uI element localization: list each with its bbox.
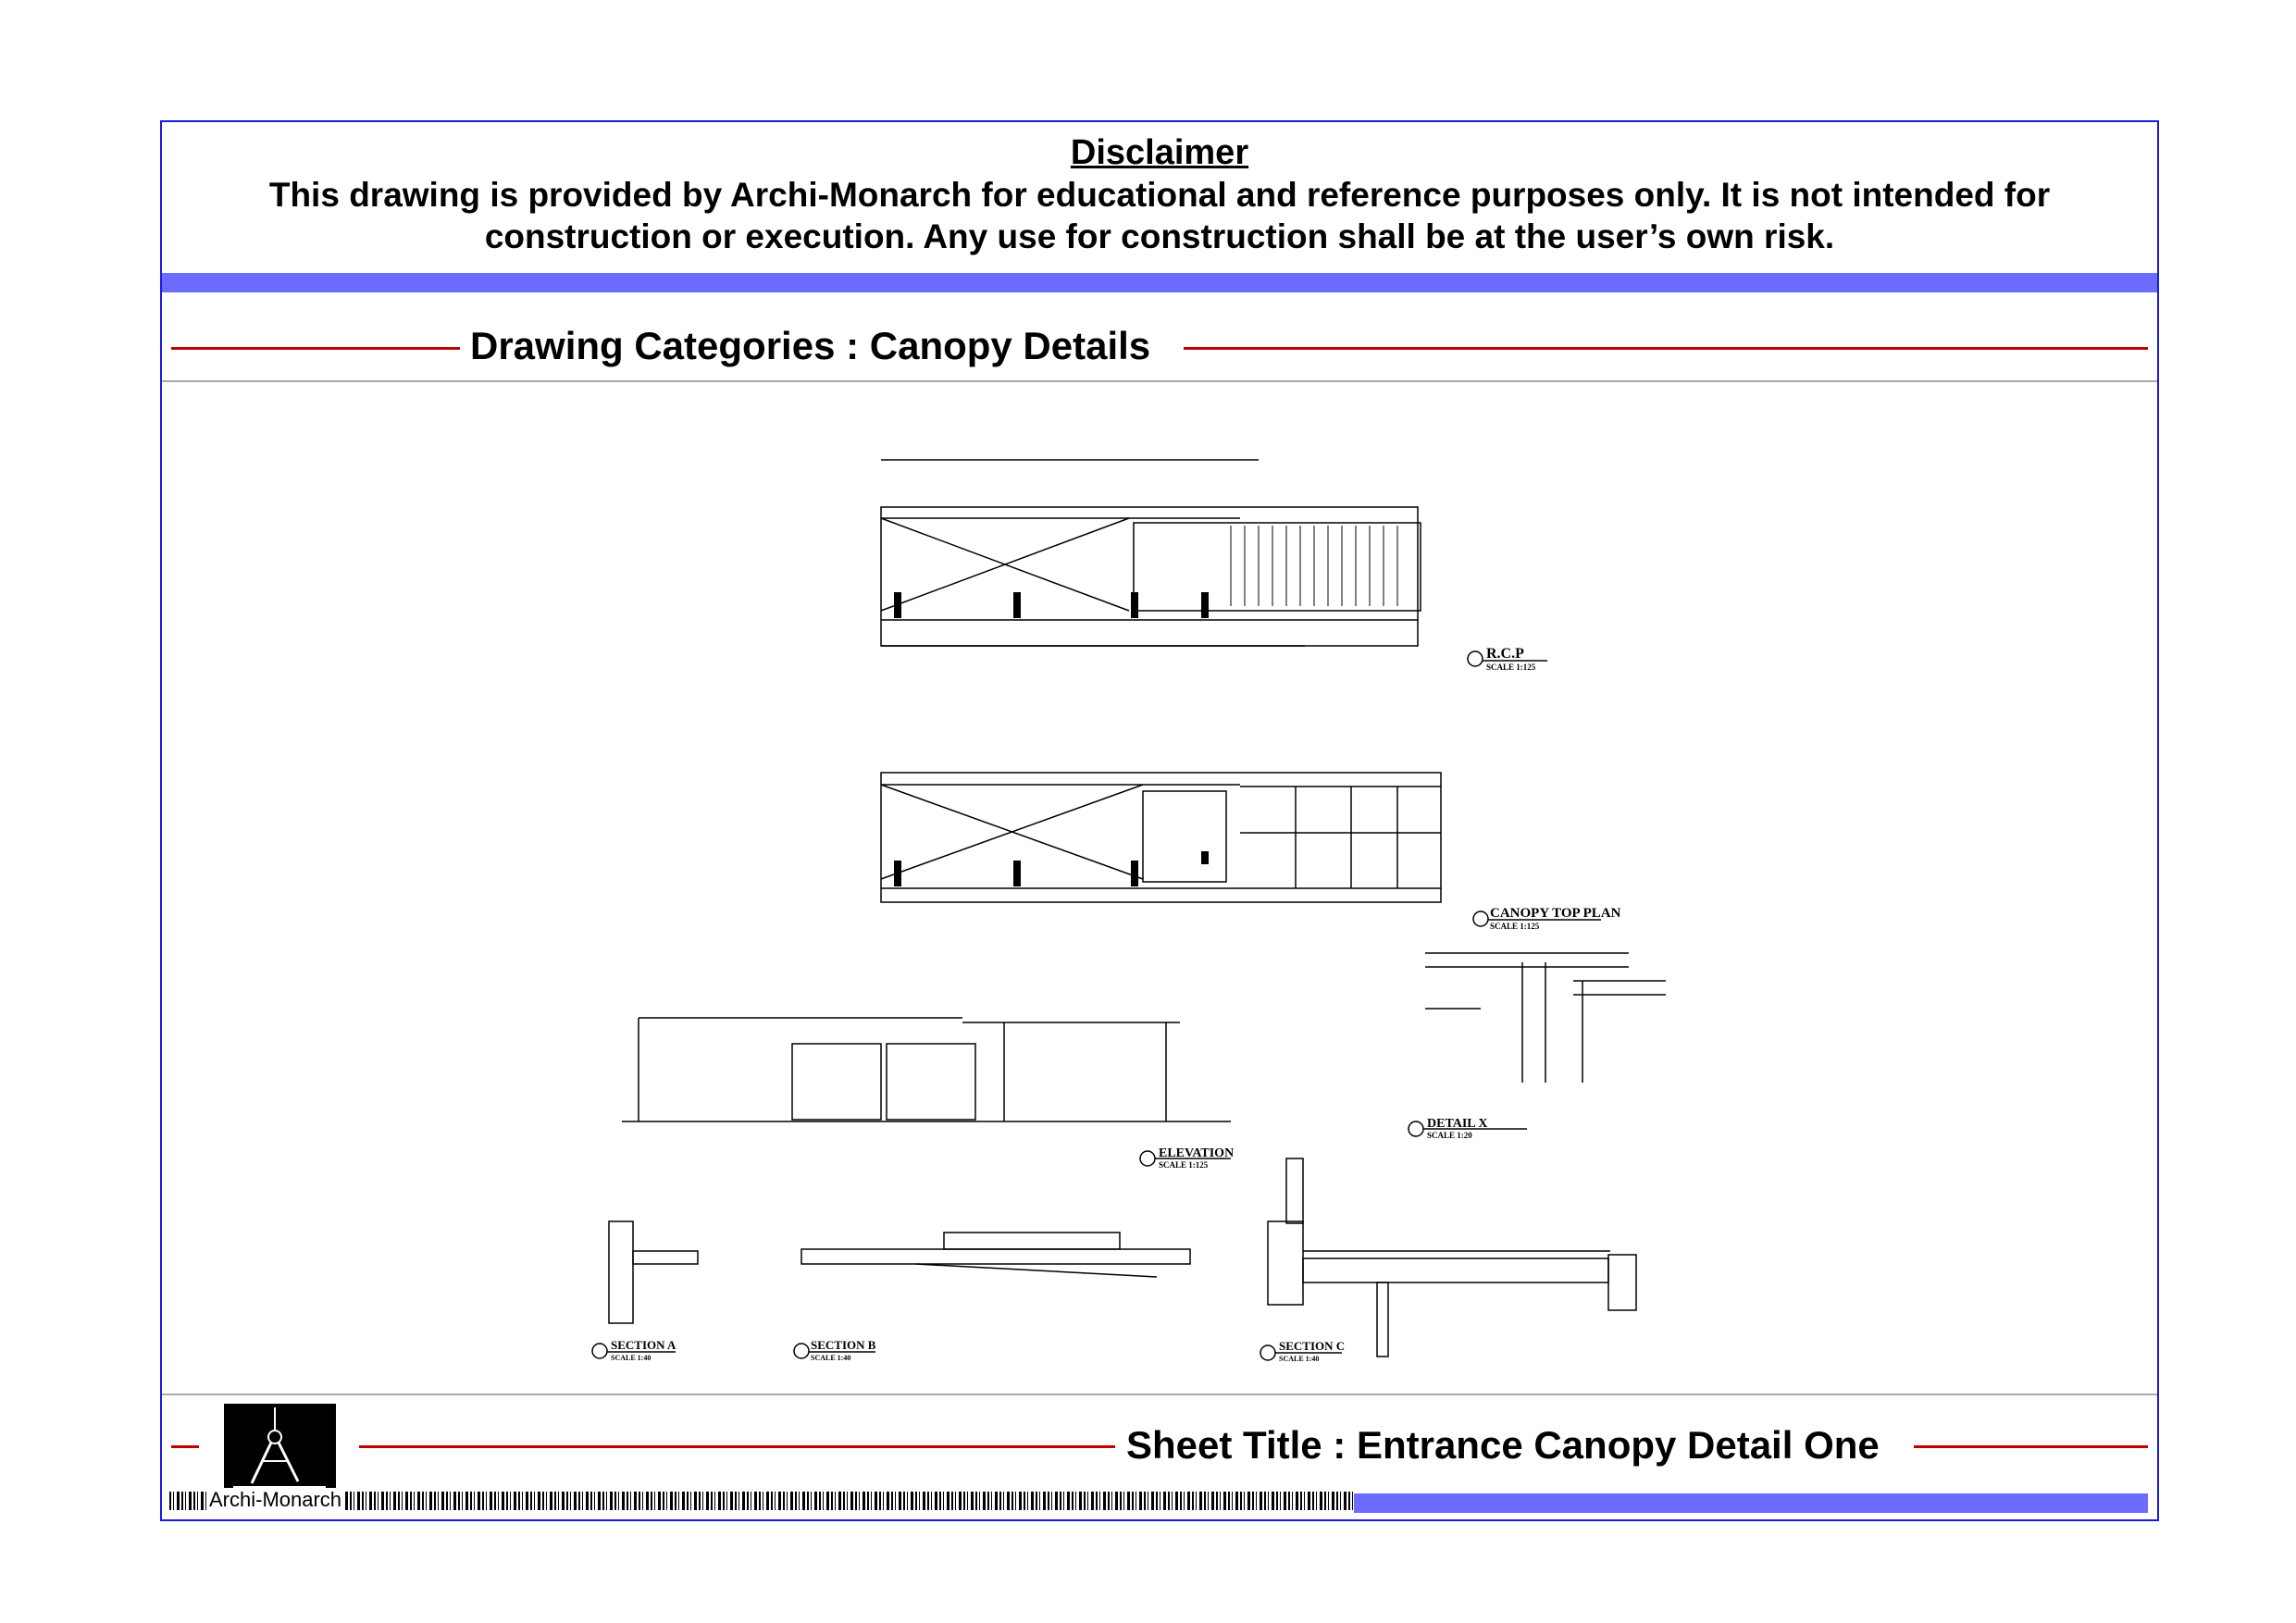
category-rule-left: [171, 347, 460, 350]
section-c: [1260, 1158, 1637, 1361]
section-a-label: SECTION A: [611, 1338, 676, 1352]
rcp-plan: [880, 459, 1547, 667]
section-b: [793, 1232, 1191, 1359]
category-title: Drawing Categories : Canopy Details: [470, 324, 1151, 367]
disclaimer-text: This drawing is provided by Archi-Monarc…: [268, 176, 2051, 255]
canopy-top-plan-label: CANOPY TOP PLAN: [1490, 906, 1621, 921]
detail-x-scale: SCALE 1:20: [1427, 1131, 1472, 1140]
disclaimer-title: Disclaimer: [1070, 133, 1249, 172]
category-rule-right: [1184, 347, 2148, 350]
section-c-label: SECTION C: [1279, 1339, 1345, 1353]
header-separator: [162, 380, 2157, 382]
sheet-title: Sheet Title : Entrance Canopy Detail One: [1126, 1423, 1880, 1467]
sheet-frame: Disclaimer This drawing is provided by A…: [160, 120, 2159, 1521]
header-band: [162, 273, 2157, 292]
barcode-strip: [169, 1492, 1354, 1510]
detail-x: [1408, 952, 1666, 1137]
archi-monarch-logo: [224, 1404, 336, 1491]
footer-band: [1354, 1493, 2148, 1513]
sheet-rule-left: [359, 1445, 1115, 1448]
section-c-scale: SCALE 1:40: [1279, 1355, 1319, 1363]
footer-separator: [162, 1394, 2157, 1395]
section-a-scale: SCALE 1:40: [611, 1354, 651, 1362]
compass-icon: [233, 1407, 326, 1488]
elevation-label: ELEVATION: [1159, 1146, 1234, 1160]
footer-rule-left: [171, 1445, 199, 1448]
rcp-scale: SCALE 1:125: [1486, 663, 1536, 672]
section-b-label: SECTION B: [811, 1338, 876, 1352]
sheet-rule-right: [1914, 1445, 2148, 1448]
brand-name: Archi-Monarch: [206, 1488, 345, 1512]
elevation: [622, 1017, 1231, 1167]
section-a: [591, 1220, 699, 1359]
detail-x-label: DETAIL X: [1427, 1117, 1487, 1131]
section-b-scale: SCALE 1:40: [811, 1354, 850, 1362]
elevation-scale: SCALE 1:125: [1159, 1160, 1209, 1170]
canopy-top-plan-scale: SCALE 1:125: [1490, 922, 1540, 931]
canopy-top-plan: [880, 772, 1601, 927]
rcp-label: R.C.P: [1486, 646, 1524, 662]
